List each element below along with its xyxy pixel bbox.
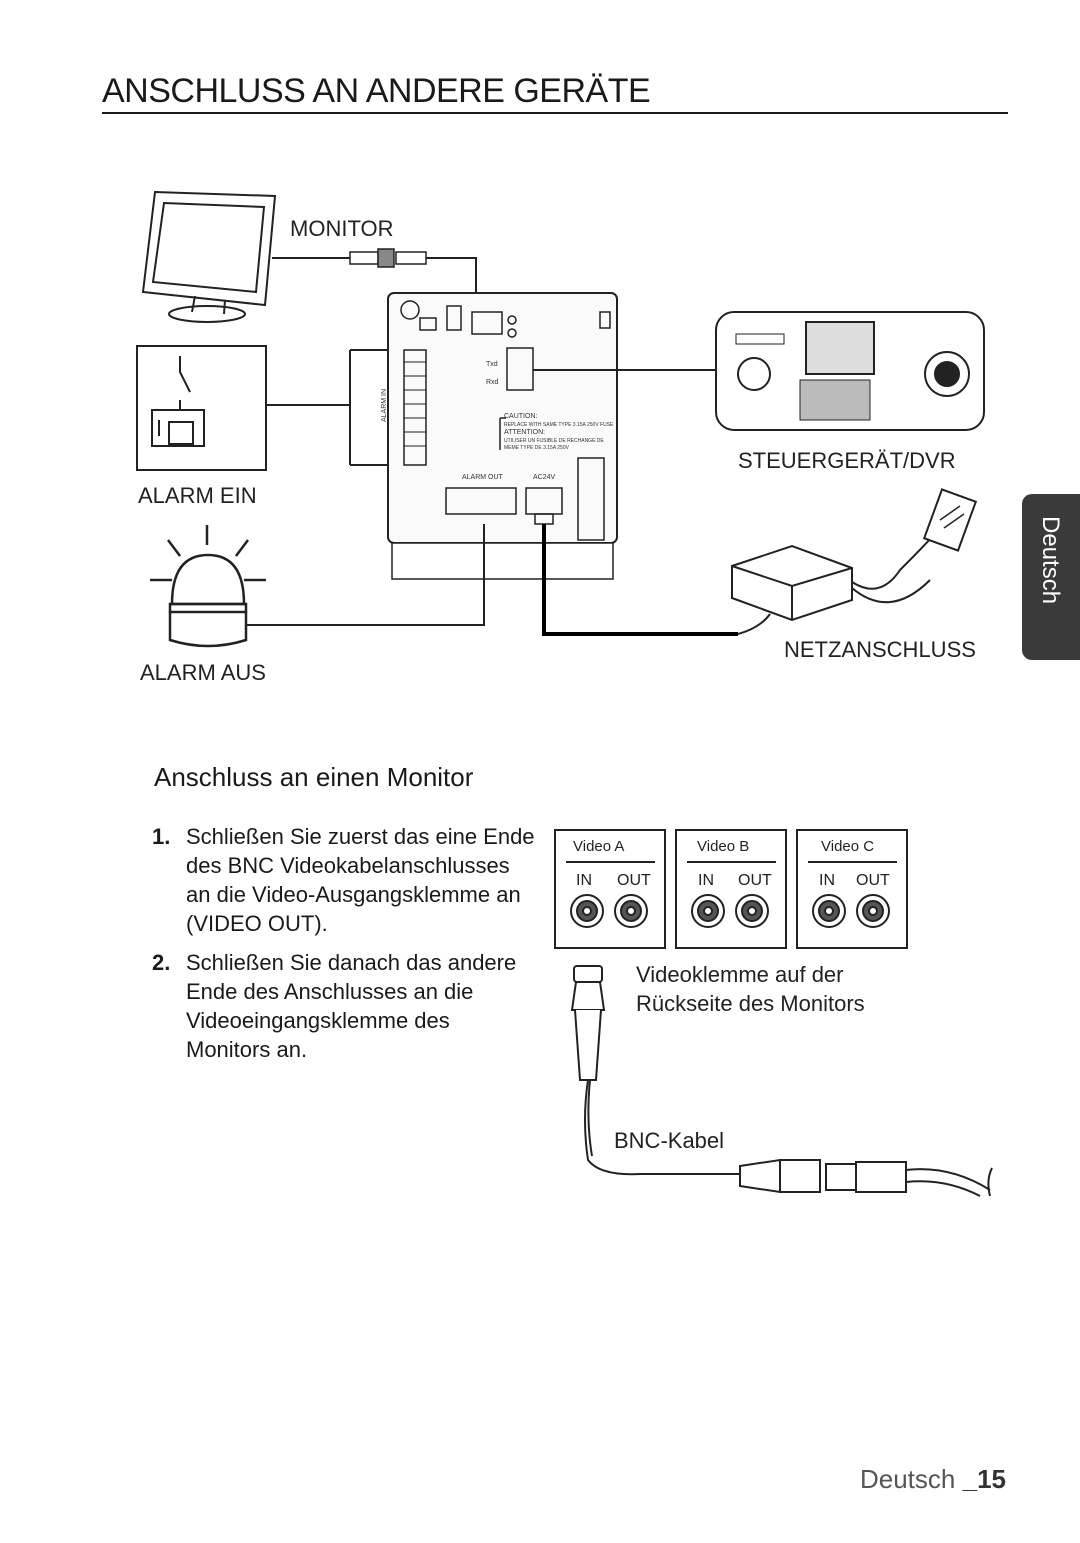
video-b-in-label: IN bbox=[698, 872, 714, 889]
page-footer: Deutsch _15 bbox=[860, 1464, 1006, 1495]
svg-text:Rxd: Rxd bbox=[486, 379, 499, 386]
step-item: 2. Schließen Sie danach das andere Ende … bbox=[152, 948, 537, 1064]
power-cord bbox=[737, 613, 771, 635]
step-number: 1. bbox=[152, 824, 171, 849]
video-c-label: Video C bbox=[821, 838, 875, 855]
alarm-out-beacon-icon bbox=[150, 525, 266, 648]
step-text: Schließen Sie danach das andere Ende des… bbox=[186, 950, 517, 1062]
language-side-tab: Deutsch bbox=[1022, 494, 1080, 660]
video-panels bbox=[554, 829, 908, 949]
title-rule bbox=[102, 112, 1008, 114]
video-terminal-caption-1: Videoklemme auf der bbox=[636, 962, 844, 987]
power-adapter-icon bbox=[731, 488, 978, 622]
bnc-cable-label: BNC-Kabel bbox=[614, 1128, 725, 1153]
controller-dvr-icon bbox=[715, 311, 985, 431]
video-a-label: Video A bbox=[573, 838, 625, 855]
page-title: ANSCHLUSS AN ANDERE GERÄTE bbox=[102, 72, 651, 110]
svg-text:UTILISER UN FUSIBLE DE RECHANG: UTILISER UN FUSIBLE DE RECHANGE DE bbox=[504, 438, 604, 444]
svg-text:MEME TYPE DE 3.15A 250V: MEME TYPE DE 3.15A 250V bbox=[504, 445, 570, 451]
video-c-out-label: OUT bbox=[856, 872, 890, 889]
step-list: 1. Schließen Sie zuerst das eine Ende de… bbox=[152, 822, 537, 1074]
monitor-icon bbox=[141, 190, 277, 323]
alarm-in-wires bbox=[266, 349, 388, 466]
page-number: _15 bbox=[962, 1464, 1006, 1494]
svg-text:Txd: Txd bbox=[486, 361, 498, 368]
svg-text:ATTENTION:: ATTENTION: bbox=[504, 429, 545, 436]
alarm-in-sensor-icon bbox=[136, 345, 267, 471]
svg-text:CAUTION:: CAUTION: bbox=[504, 413, 538, 420]
video-b-out-label: OUT bbox=[738, 872, 772, 889]
monitor-cable bbox=[272, 248, 477, 325]
video-b-label: Video B bbox=[697, 838, 750, 855]
svg-text:AC24V: AC24V bbox=[533, 474, 556, 481]
bnc-jacks bbox=[570, 894, 890, 928]
power-label: NETZANSCHLUSS bbox=[784, 637, 976, 662]
alarm-out-wire bbox=[246, 524, 485, 626]
power-wire bbox=[542, 524, 738, 636]
svg-text:ALARM IN: ALARM IN bbox=[381, 389, 388, 422]
video-a-out-label: OUT bbox=[617, 872, 651, 889]
section-heading: Anschluss an einen Monitor bbox=[154, 762, 474, 792]
footer-language: Deutsch bbox=[859, 1464, 956, 1494]
step-item: 1. Schließen Sie zuerst das eine Ende de… bbox=[152, 822, 537, 938]
video-c-in-label: IN bbox=[819, 872, 835, 889]
controller-label: STEUERGERÄT/DVR bbox=[738, 448, 956, 473]
video-a-in-label: IN bbox=[576, 872, 592, 889]
board-markings: Txd Rxd CAUTION: REPLACE WITH SAME TYPE … bbox=[381, 361, 614, 481]
video-terminal-caption-2: Rückseite des Monitors bbox=[636, 991, 865, 1016]
svg-text:REPLACE WITH SAME TYPE 3.15A 2: REPLACE WITH SAME TYPE 3.15A 250V FUSE bbox=[504, 422, 614, 428]
side-tab-label: Deutsch bbox=[1037, 516, 1064, 605]
bnc-cable-icon bbox=[570, 965, 993, 1197]
camera-board bbox=[387, 292, 618, 580]
alarm-out-label: ALARM AUS bbox=[140, 660, 266, 685]
step-text: Schließen Sie zuerst das eine Ende des B… bbox=[186, 824, 535, 936]
monitor-label: MONITOR bbox=[290, 216, 394, 241]
alarm-in-label: ALARM EIN bbox=[138, 483, 257, 508]
step-number: 2. bbox=[152, 950, 171, 975]
svg-text:ALARM OUT: ALARM OUT bbox=[462, 474, 504, 481]
